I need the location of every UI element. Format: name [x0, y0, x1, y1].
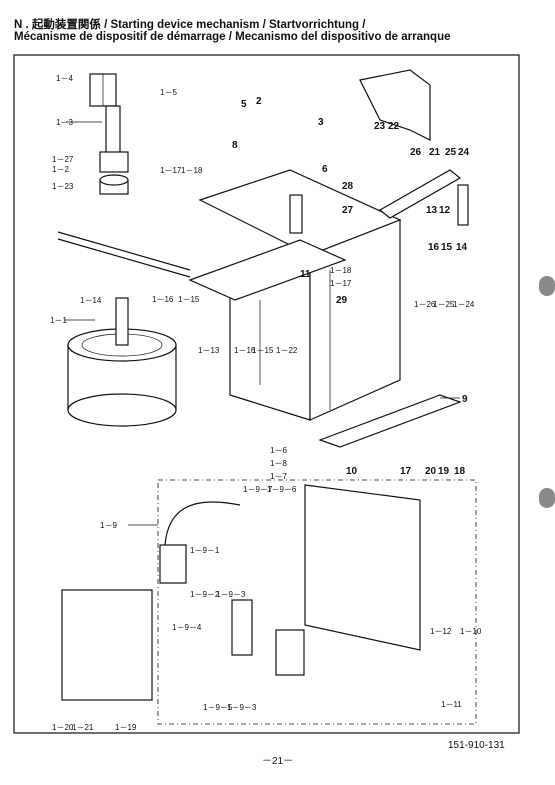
callout-1-9-7: 1－9－7 [243, 485, 273, 494]
section-subtitle: Mécanisme de dispositif de démarrage / M… [14, 31, 451, 43]
section-title: N . 起動装置関係 / Starting device mechanism /… [14, 19, 366, 31]
callout-1-9-2: 1－9－2 [190, 590, 220, 599]
callout-1-18b: 1－18 [330, 266, 352, 275]
callout-27: 27 [342, 205, 354, 216]
callout-1-26: 1－26 [414, 300, 436, 309]
callout-16: 16 [428, 242, 440, 253]
callout-1-15b: 1－15 [252, 346, 274, 355]
callout-29: 29 [336, 295, 348, 306]
callout-2: 2 [256, 96, 262, 107]
callout-1-17b: 1－17 [330, 279, 352, 288]
callout-15: 15 [441, 242, 453, 253]
page-number: －21－ [262, 756, 294, 767]
callout-1-15: 1－15 [178, 295, 200, 304]
callout-1-4: 1－4 [56, 74, 73, 83]
binding-hole [539, 488, 555, 508]
callout-9: 9 [462, 394, 468, 405]
callout-1-7: 1－7 [270, 472, 287, 481]
callout-1-19: 1－19 [115, 723, 137, 732]
frame-body [198, 169, 402, 421]
callout-1-9-3b: 1－9－3 [227, 703, 257, 712]
callout-1-16b: 1－16 [234, 346, 256, 355]
callout-21: 21 [429, 147, 441, 158]
callout-1-22: 1－22 [276, 346, 298, 355]
callout-1-12: 1－12 [430, 627, 452, 636]
callout-1-9-1: 1－9－1 [190, 546, 220, 555]
drum-1-1 [67, 297, 177, 427]
callout-1-25: 1－25 [433, 300, 455, 309]
callout-1-5: 1－5 [160, 88, 177, 97]
callout-1-11: 1－11 [441, 700, 462, 709]
binding-hole [539, 276, 555, 296]
callout-1-9-3: 1－9－3 [216, 590, 246, 599]
callout-1-21: 1－21 [72, 723, 94, 732]
callout-1-17: 1－17 [160, 166, 182, 175]
callout-1-9: 1－9 [100, 521, 117, 530]
callout-1-6: 1－6 [270, 446, 287, 455]
callout-8: 8 [232, 140, 238, 151]
callout-1-2: 1－2 [52, 165, 69, 174]
callout-1-10: 1－10 [460, 627, 482, 636]
shaft-1-3 [89, 73, 129, 195]
callout-17: 17 [400, 466, 412, 477]
callout-1-9-5: 1－9－5 [203, 703, 233, 712]
callout-1-9-4: 1－9－4 [172, 623, 202, 632]
callout-1-14: 1－14 [80, 296, 102, 305]
callout-25: 25 [445, 147, 457, 158]
callout-20: 20 [425, 466, 437, 477]
callout-14: 14 [456, 242, 468, 253]
callout-28: 28 [342, 181, 354, 192]
callout-1-3: 1－3 [56, 118, 73, 127]
callout-12: 12 [439, 205, 451, 216]
callout-1-27: 1－27 [52, 155, 74, 164]
callout-24: 24 [458, 147, 470, 158]
callout-1-13: 1－13 [198, 346, 220, 355]
callout-1-20: 1－20 [52, 723, 74, 732]
callout-10: 10 [346, 466, 358, 477]
callout-26: 26 [410, 147, 422, 158]
callout-1-18: 1－18 [181, 166, 203, 175]
callout-13: 13 [426, 205, 438, 216]
callout-5: 5 [241, 99, 247, 110]
callout-1-1: 1－1 [50, 316, 67, 325]
callout-1-23: 1－23 [52, 182, 74, 191]
callout-1-9-6: 1－9－6 [267, 485, 297, 494]
callout-1-24: 1－24 [453, 300, 475, 309]
callout-22: 22 [388, 121, 400, 132]
callout-18: 18 [454, 466, 466, 477]
callout-3: 3 [318, 117, 324, 128]
document-number: 151-910-131 [448, 740, 505, 751]
callout-23: 23 [374, 121, 386, 132]
callout-19: 19 [438, 466, 450, 477]
callout-1-8: 1－8 [270, 459, 287, 468]
callout-1-16: 1－16 [152, 295, 174, 304]
callout-11: 11 [300, 269, 311, 280]
callout-6: 6 [322, 164, 328, 175]
